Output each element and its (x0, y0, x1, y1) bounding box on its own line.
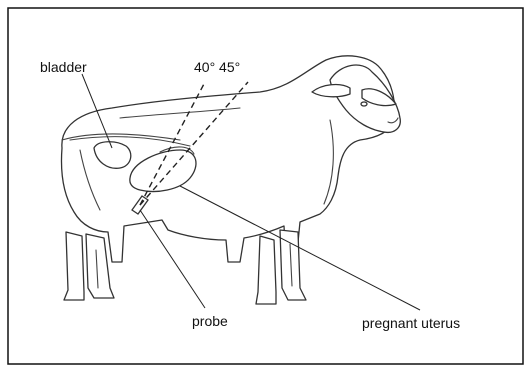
pregnant-uterus-label: pregnant uterus (362, 315, 460, 331)
angles-label: 40° 45° (194, 59, 240, 75)
sheep-eye (361, 102, 367, 106)
probe-label: probe (192, 313, 228, 329)
bladder-label: bladder (40, 59, 87, 75)
